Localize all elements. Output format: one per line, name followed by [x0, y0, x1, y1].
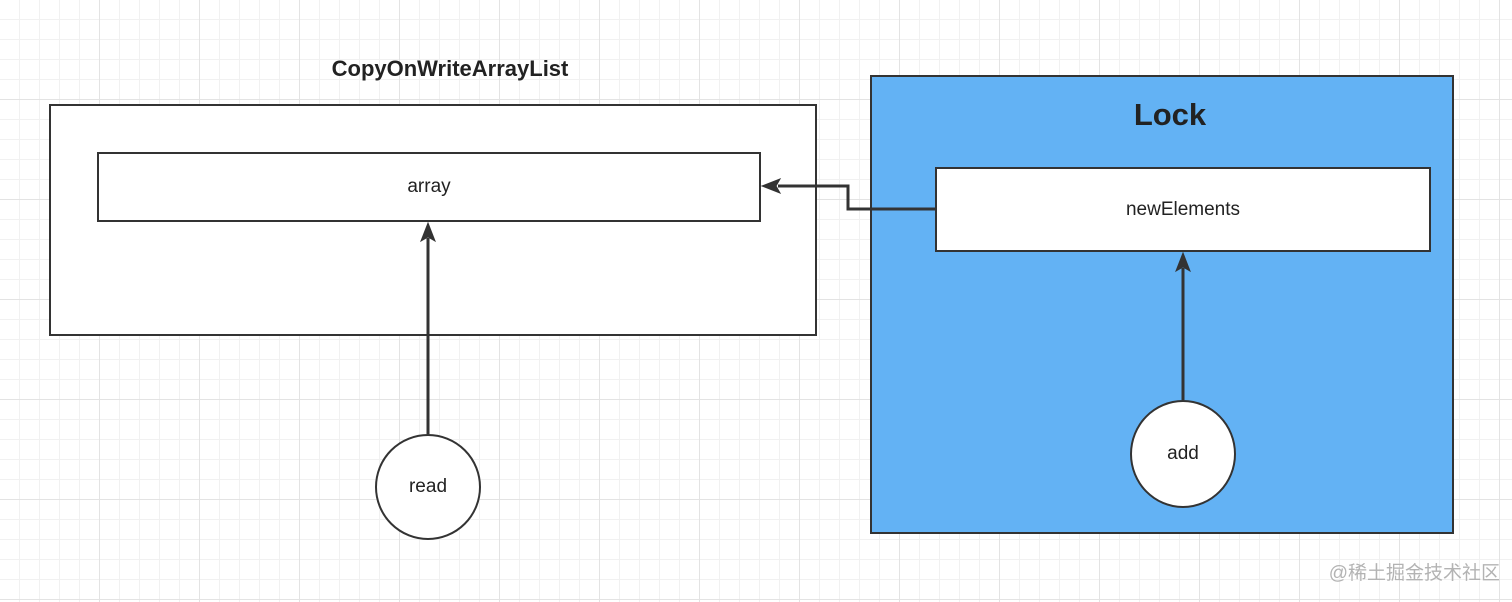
new-elements-label: newElements [1125, 198, 1241, 220]
add-label: add [1167, 443, 1199, 464]
new-elements-node: newElements [935, 167, 1431, 252]
watermark: @稀土掘金技术社区 [1328, 563, 1500, 584]
array-node: array [97, 152, 761, 222]
add-node: add [1130, 400, 1236, 508]
lock-title: Lock [1133, 97, 1207, 132]
copy-on-write-title: CopyOnWriteArrayList [331, 56, 569, 81]
array-label: array [407, 176, 451, 197]
read-label: read [408, 476, 448, 497]
read-node: read [375, 434, 481, 540]
